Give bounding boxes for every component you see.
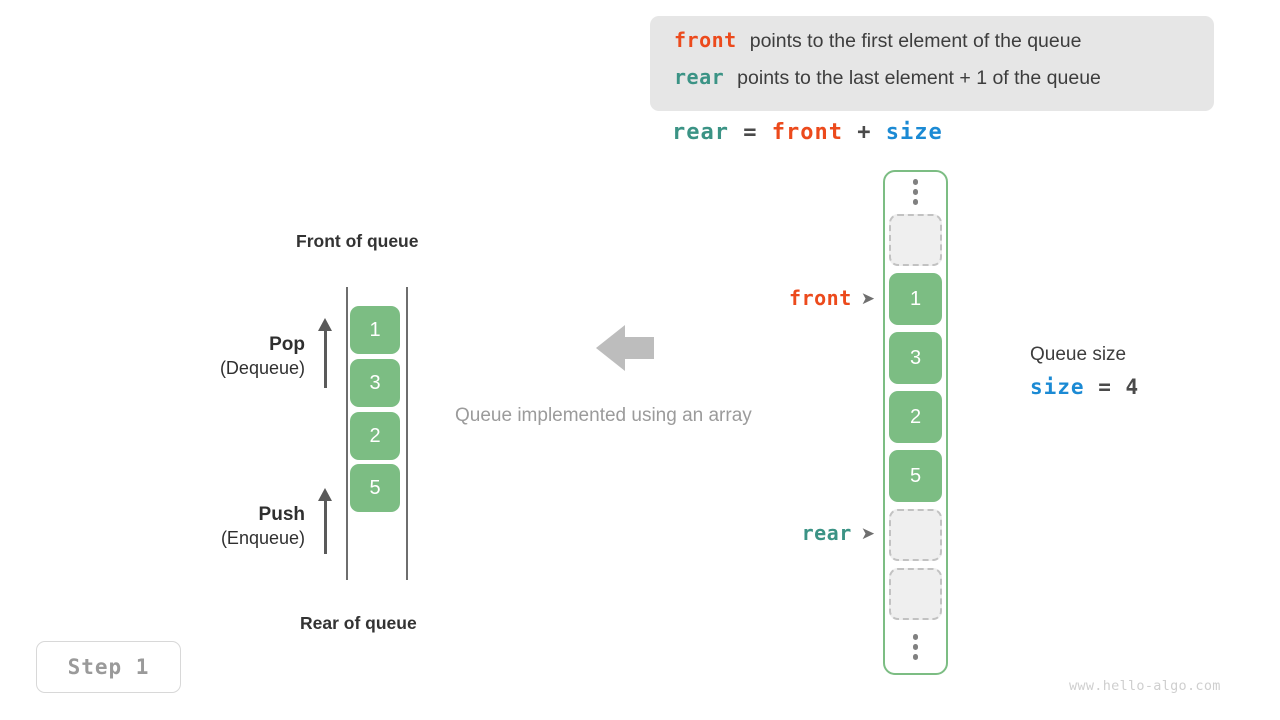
legend-line-rear: rear points to the last element + 1 of t… [674, 65, 1192, 102]
front-pointer-arrow-icon: ➤ [860, 288, 875, 308]
size-equals: = [1098, 375, 1112, 399]
push-subtitle: (Enqueue) [220, 528, 305, 548]
queue-cell: 1 [350, 306, 400, 354]
step-badge: Step 1 [36, 641, 181, 693]
rear-pointer-label: rear [801, 521, 852, 545]
left-arrow-icon [596, 325, 654, 371]
formula-lhs: rear [672, 120, 729, 145]
center-caption: Queue implemented using an array [455, 405, 752, 426]
push-label: Push (Enqueue) [150, 504, 305, 549]
legend-text-rear: points to the last element + 1 of the qu… [737, 67, 1101, 89]
rear-pointer: rear ➤ [700, 521, 875, 545]
formula-plus: + [857, 120, 872, 145]
queue-size-block: Queue size size = 4 [1030, 344, 1139, 399]
pop-label: Pop (Dequeue) [150, 334, 305, 379]
queue-cell: 3 [350, 359, 400, 407]
queue-size-title: Queue size [1030, 344, 1127, 365]
queue-rail-left [346, 287, 348, 580]
pop-arrow-icon [318, 318, 334, 388]
legend-keyword-rear: rear [674, 65, 725, 89]
legend-keyword-front: front [674, 28, 737, 52]
front-pointer: front ➤ [700, 286, 875, 310]
push-title: Push [258, 504, 305, 525]
legend-box: front points to the first element of the… [650, 16, 1214, 111]
array-slot-filled: 2 [889, 391, 942, 443]
size-variable: size [1030, 375, 1085, 399]
formula-rear-equals-front-plus-size: rear = front + size [672, 120, 943, 145]
array-slot-filled: 3 [889, 332, 942, 384]
array-ellipsis-bottom [889, 627, 942, 667]
formula-rhs-size: size [885, 120, 943, 145]
array-ellipsis-top [889, 172, 942, 212]
array-slot-empty [889, 214, 942, 266]
queue-cell: 2 [350, 412, 400, 460]
array-slot-empty [889, 509, 942, 561]
formula-equals: = [743, 120, 758, 145]
queue-rail-right [406, 287, 408, 580]
pop-title: Pop [269, 334, 305, 355]
rear-pointer-arrow-icon: ➤ [860, 523, 875, 543]
pop-subtitle: (Dequeue) [219, 358, 305, 378]
formula-rhs-front: front [771, 120, 843, 145]
queue-size-value: size = 4 [1030, 375, 1139, 399]
front-of-queue-label: Front of queue [296, 231, 419, 251]
watermark: www.hello-algo.com [1069, 678, 1221, 694]
front-pointer-label: front [789, 286, 852, 310]
array-slot-empty [889, 568, 942, 620]
size-number: 4 [1125, 375, 1140, 399]
push-arrow-icon [318, 488, 334, 554]
legend-text-front: points to the first element of the queue [749, 30, 1082, 52]
array-slot-filled: 5 [889, 450, 942, 502]
rear-of-queue-label: Rear of queue [300, 613, 417, 633]
array-slot-filled: 1 [889, 273, 942, 325]
queue-cell: 5 [350, 464, 400, 512]
legend-line-front: front points to the first element of the… [674, 28, 1192, 65]
